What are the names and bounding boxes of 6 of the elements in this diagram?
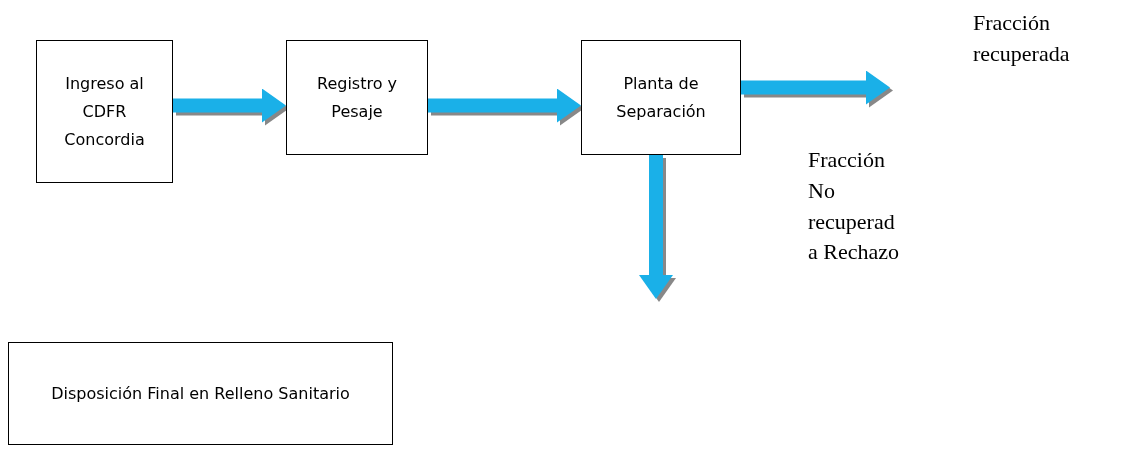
process-box: Registro y Pesaje xyxy=(286,40,428,155)
process-box: Planta de Separación xyxy=(581,40,741,155)
flow-label: Fracción recuperada xyxy=(973,9,1071,68)
flow-label: Fracción No recuperad a Rechazo xyxy=(808,146,900,267)
process-box: Disposición Final en Relleno Sanitario xyxy=(8,342,393,445)
process-box: Ingreso al CDFR Concordia xyxy=(36,40,173,183)
